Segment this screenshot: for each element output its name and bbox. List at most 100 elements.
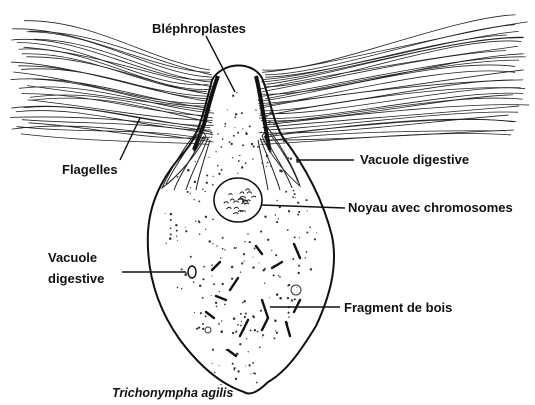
granule (241, 112, 243, 114)
granule (232, 157, 233, 158)
granule (259, 104, 261, 106)
granule (199, 285, 201, 287)
granule (279, 169, 282, 172)
granule (231, 143, 233, 145)
granule (244, 261, 245, 262)
leader-nucleus (262, 205, 345, 208)
granule (239, 155, 240, 156)
granule (271, 250, 272, 251)
granule (242, 128, 243, 129)
granule (177, 240, 178, 241)
granule (208, 240, 210, 242)
granule (260, 115, 262, 117)
granule (232, 332, 234, 334)
granule (262, 334, 264, 336)
granule (185, 227, 186, 228)
granule (245, 162, 247, 164)
granule (237, 324, 239, 326)
granule (297, 214, 299, 216)
granule (294, 236, 296, 238)
granule (288, 316, 290, 318)
granule (252, 315, 254, 317)
granule (290, 157, 292, 159)
granule (212, 363, 213, 364)
granule (262, 269, 264, 271)
granule (275, 254, 277, 256)
granule (224, 126, 225, 127)
granule (208, 157, 209, 158)
granule (198, 220, 200, 222)
granule (194, 312, 195, 313)
granule (205, 229, 206, 230)
granule (205, 315, 207, 317)
caption-species: Trichonympha agilis (112, 386, 233, 400)
granule (256, 382, 258, 384)
granule (244, 300, 246, 302)
flagellum (265, 119, 514, 137)
granule (237, 370, 239, 372)
granule (274, 337, 276, 339)
flagellum (260, 133, 511, 144)
granule (231, 278, 233, 280)
granule (211, 264, 213, 266)
granule (267, 239, 269, 241)
granule (194, 161, 195, 162)
granule (273, 123, 275, 125)
granule (306, 251, 308, 253)
label-digestive-vacuole-left-2: digestive (48, 271, 104, 286)
granule (253, 145, 255, 147)
granule (254, 329, 256, 331)
label-nucleus: Noyau avec chromosomes (348, 200, 513, 215)
granule (238, 160, 240, 162)
granule (224, 304, 226, 306)
granule (200, 312, 202, 314)
granule (177, 287, 179, 289)
chromosomes (224, 189, 256, 214)
granule (222, 283, 224, 285)
chromosome (246, 200, 250, 202)
wood-fragment (230, 278, 238, 290)
granule (181, 288, 182, 289)
granule (248, 351, 249, 352)
granule (214, 372, 216, 374)
granule (276, 293, 279, 296)
granule (264, 123, 265, 124)
granule (196, 328, 198, 330)
granule (198, 326, 200, 328)
granule (260, 310, 262, 312)
granule (222, 237, 224, 239)
granule (270, 165, 272, 167)
granule (287, 157, 289, 159)
granule (184, 273, 187, 276)
granule (241, 321, 242, 322)
flagellum (27, 32, 212, 77)
granule (252, 362, 254, 364)
wood-fragment (256, 246, 262, 254)
granule (212, 184, 214, 186)
granule (236, 92, 237, 93)
granule (250, 329, 252, 331)
granule (298, 265, 300, 267)
granule (233, 135, 235, 137)
granule (217, 133, 219, 135)
granule (194, 199, 195, 200)
granule (176, 236, 177, 237)
granule (287, 285, 289, 287)
granule (220, 330, 223, 333)
granule (294, 197, 295, 198)
granule (262, 336, 263, 337)
granule (240, 313, 242, 315)
granule (212, 218, 214, 220)
granule (276, 134, 277, 135)
granule (236, 330, 237, 331)
granule (309, 226, 311, 228)
granule (314, 238, 316, 240)
granule (273, 274, 275, 276)
granule (310, 268, 312, 270)
granule (245, 312, 247, 314)
wood-fragment (216, 296, 226, 300)
flagellum (19, 87, 214, 113)
granule (261, 163, 262, 164)
granule (276, 221, 278, 223)
granule (253, 372, 255, 374)
